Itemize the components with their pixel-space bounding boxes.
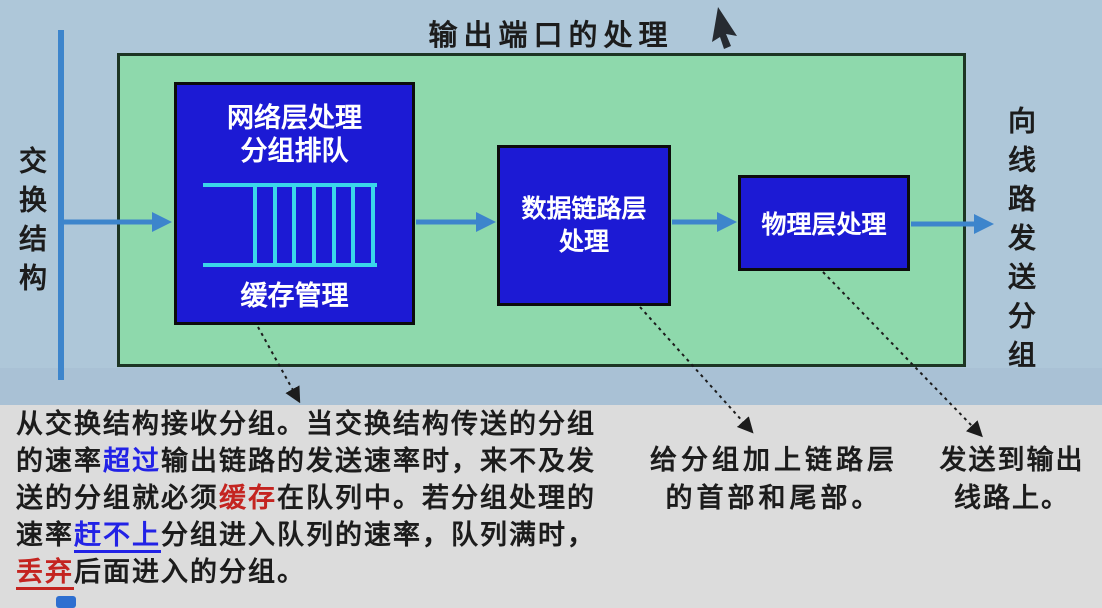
queue-slot-bar: [312, 187, 316, 263]
main-note-line: 速率赶不上分组进入队列的速率，队列满时，: [16, 517, 636, 554]
physical-note-line1: 发送到输出: [939, 445, 1085, 475]
datalink-note: 给分组加上链路层 的首部和尾部。: [633, 441, 915, 517]
main-note-line: 的速率超过输出链路的发送速率时，来不及发: [16, 443, 636, 480]
main-note-segment: 在队列中。若分组处理的: [277, 483, 596, 513]
main-note-segment: 缓存: [219, 483, 277, 513]
main-note-segment: 送的分组就必须: [16, 483, 219, 513]
notes-background: [0, 405, 1102, 608]
switching-fabric-label: 交换结构: [16, 146, 47, 302]
main-note: 从交换结构接收分组。当交换结构传送的分组的速率超过输出链路的发送速率时，来不及发…: [16, 406, 636, 591]
physical-note: 发送到输出 线路上。: [922, 441, 1102, 517]
main-note-segment: 分组进入队列的速率，队列满时，: [161, 520, 596, 550]
send-to-line-label: 向线路发送分组: [1005, 106, 1036, 379]
main-note-segment: 的速率: [16, 446, 103, 476]
queue-slot-bar: [253, 187, 257, 263]
datalink-layer-box-line2: 处理: [558, 227, 609, 256]
datalink-note-line2: 的首部和尾部。: [665, 483, 883, 513]
queue-slot-bar: [371, 187, 375, 263]
main-note-line: 从交换结构接收分组。当交换结构传送的分组: [16, 406, 636, 443]
main-note-segment: 从交换结构接收分组。当交换结构传送的分组: [16, 409, 596, 439]
queue-slot-bar: [272, 187, 277, 263]
queue-slot-bar: [292, 187, 297, 263]
physical-layer-box-label: 物理层处理: [761, 211, 887, 239]
main-note-segment: 丢弃: [16, 557, 74, 590]
switching-fabric-line: [58, 30, 64, 380]
datalink-layer-box-line1: 数据链路层: [521, 194, 647, 223]
main-note-segment: 输出链路的发送速率时，来不及发: [161, 446, 596, 476]
page-title: 输出端口的处理: [428, 20, 674, 52]
queue-slot-bar: [331, 187, 336, 263]
main-note-segment: 超过: [103, 446, 161, 476]
main-note-segment: 后面进入的分组。: [74, 557, 306, 587]
buffer-management-label: 缓存管理: [240, 281, 349, 311]
physical-layer-box: 物理层处理: [738, 175, 910, 271]
queue-slot-bar: [351, 187, 356, 263]
packet-queue-graphic: [203, 183, 377, 267]
main-note-segment: 赶不上: [74, 520, 161, 553]
network-layer-box-line2: 分组排队: [240, 136, 349, 166]
background-strip: [0, 368, 1102, 405]
network-layer-box-line1: 网络层处理: [227, 103, 362, 133]
network-layer-box: 网络层处理 分组排队 缓存管理: [174, 82, 415, 325]
player-progress-mark: [56, 596, 76, 608]
datalink-layer-box: 数据链路层 处理: [497, 145, 671, 306]
main-note-segment: 速率: [16, 520, 74, 550]
physical-note-line2: 线路上。: [954, 483, 1070, 513]
main-note-line: 丢弃后面进入的分组。: [16, 554, 636, 591]
main-note-line: 送的分组就必须缓存在队列中。若分组处理的: [16, 480, 636, 517]
datalink-note-line1: 给分组加上链路层: [650, 445, 898, 475]
